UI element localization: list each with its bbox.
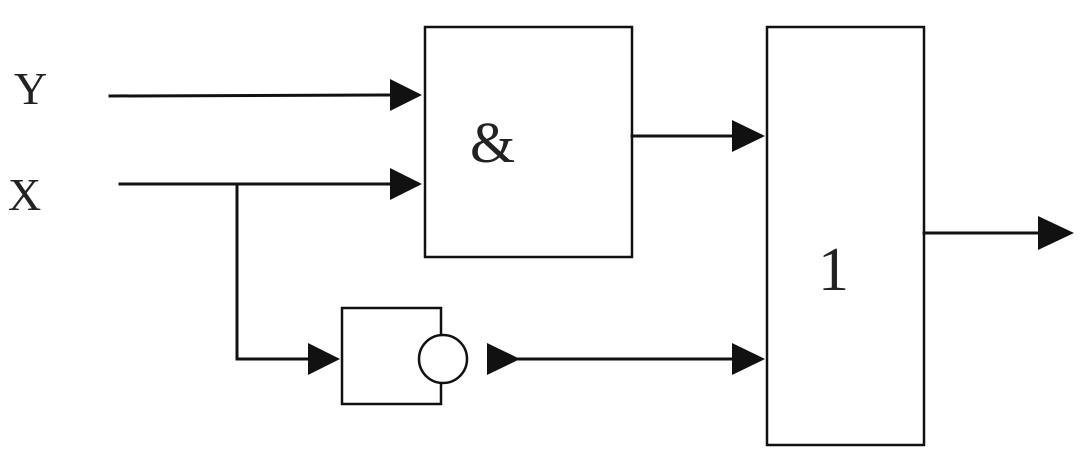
input-y-label: Y <box>14 63 47 114</box>
and-gate <box>423 25 634 259</box>
or-gate <box>765 25 926 447</box>
wire-y-to-and <box>108 93 394 98</box>
arrow-not-to-or <box>732 343 765 375</box>
not-gate-inversion-bubble <box>417 333 469 385</box>
arrow-and-to-or <box>732 120 765 152</box>
or-gate-symbol: 1 <box>818 236 849 304</box>
arrow-x-to-and <box>390 168 422 200</box>
and-gate-symbol: & <box>470 110 515 175</box>
arrow-y-to-and <box>390 79 422 111</box>
arrow-or-output <box>1038 216 1074 250</box>
arrow-x-to-not <box>308 343 340 375</box>
input-x-label: X <box>8 169 41 220</box>
arrow-not-output <box>487 343 520 375</box>
